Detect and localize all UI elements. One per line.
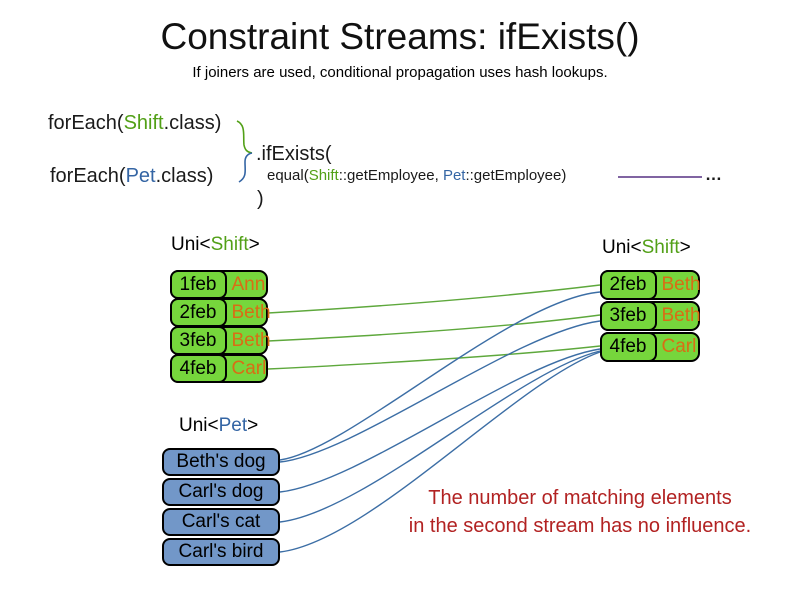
connector-shift-2feb [267, 284, 601, 314]
right-shift-table: 2feb Beth 3feb Beth 4feb Carl [599, 270, 701, 363]
label-text: > [248, 234, 260, 255]
pet-row: Carl's cat [162, 508, 280, 536]
shift-employee-cell: Beth [661, 305, 701, 326]
connector-shift-4feb [267, 345, 601, 370]
shift-employee-cell: Beth [231, 301, 271, 323]
shift-row: 2feb Beth [169, 298, 271, 327]
pet-row: Carl's bird [162, 538, 280, 566]
shift-employee-cell: Carl [661, 336, 697, 357]
shift-row: 3feb Beth [599, 301, 701, 331]
code-foreach-pet: forEach(Pet.class) [50, 165, 213, 188]
shift-date-cell: 4feb [169, 354, 227, 383]
code-text: .class) [163, 112, 222, 134]
brace-bottom-blue [238, 152, 253, 183]
connector-bethsdog-2feb [279, 291, 601, 461]
code-equal-joiner: equal(Shift::getEmployee, Pet::getEmploy… [267, 167, 566, 184]
connector-shift-3feb [267, 314, 601, 342]
code-text: .class) [155, 165, 214, 187]
shift-date-cell: 2feb [599, 270, 657, 300]
shift-row: 4feb Carl [599, 332, 700, 362]
shift-type-token: Shift [210, 234, 249, 255]
left-shift-table: 1feb Ann 2feb Beth 3feb Beth 4feb Carl [169, 270, 271, 383]
code-foreach-shift: forEach(Shift.class) [48, 112, 221, 135]
code-text: forEach( [50, 165, 126, 187]
code-text: equal( [267, 167, 309, 184]
code-text: forEach( [48, 112, 124, 134]
label-text: Uni< [179, 415, 219, 436]
slide-title: Constraint Streams: ifExists() [160, 16, 640, 57]
note-text: The number of matching elements in the s… [370, 484, 790, 540]
shift-row: 1feb Ann [169, 270, 268, 299]
pet-table: Beth's dog Carl's dog Carl's cat Carl's … [162, 448, 280, 568]
shift-date-cell: 3feb [599, 301, 657, 331]
pet-row: Carl's dog [162, 478, 280, 506]
brace-top-green [236, 120, 253, 154]
right-shift-table-label: Uni<Shift> [602, 237, 691, 259]
connector-bethsdog-3feb [279, 320, 601, 463]
left-shift-table-label: Uni<Shift> [171, 234, 260, 256]
shift-date-cell: 4feb [599, 332, 657, 362]
pet-row: Beth's dog [162, 448, 280, 476]
code-close-paren: ) [257, 188, 264, 210]
shift-type-token: Shift [641, 237, 680, 258]
shift-row: 2feb Beth [599, 270, 701, 300]
shift-date-cell: 1feb [169, 270, 227, 299]
note-line-1: The number of matching elements [428, 487, 732, 509]
label-text: Uni< [171, 234, 211, 255]
shift-employee-cell: Beth [661, 274, 701, 295]
shift-date-cell: 3feb [169, 326, 227, 355]
shift-employee-cell: Ann [231, 273, 266, 295]
code-ellipsis: … [705, 165, 723, 184]
label-text: > [679, 237, 691, 258]
shift-employee-cell: Carl [231, 357, 267, 379]
shift-date-cell: 2feb [169, 298, 227, 327]
note-line-2: in the second stream has no influence. [408, 515, 752, 537]
pet-type-token: Pet [442, 167, 466, 184]
pet-type-token: Pet [218, 415, 248, 436]
connector-carlsdog-4feb [279, 348, 601, 493]
label-text: Uni< [602, 237, 642, 258]
shift-row: 4feb Carl [169, 354, 268, 383]
code-text: ::getEmployee, [338, 167, 443, 184]
code-ifexists: .ifExists( [256, 143, 332, 165]
shift-row: 3feb Beth [169, 326, 271, 355]
label-text: > [247, 415, 259, 436]
pet-type-token: Pet [125, 165, 156, 187]
pet-table-label: Uni<Pet> [179, 415, 258, 437]
shift-type-token: Shift [308, 167, 339, 184]
shift-type-token: Shift [123, 112, 164, 134]
code-text: ::getEmployee) [465, 167, 567, 184]
slide-subtitle: If joiners are used, conditional propaga… [192, 64, 608, 81]
shift-employee-cell: Beth [231, 329, 271, 351]
